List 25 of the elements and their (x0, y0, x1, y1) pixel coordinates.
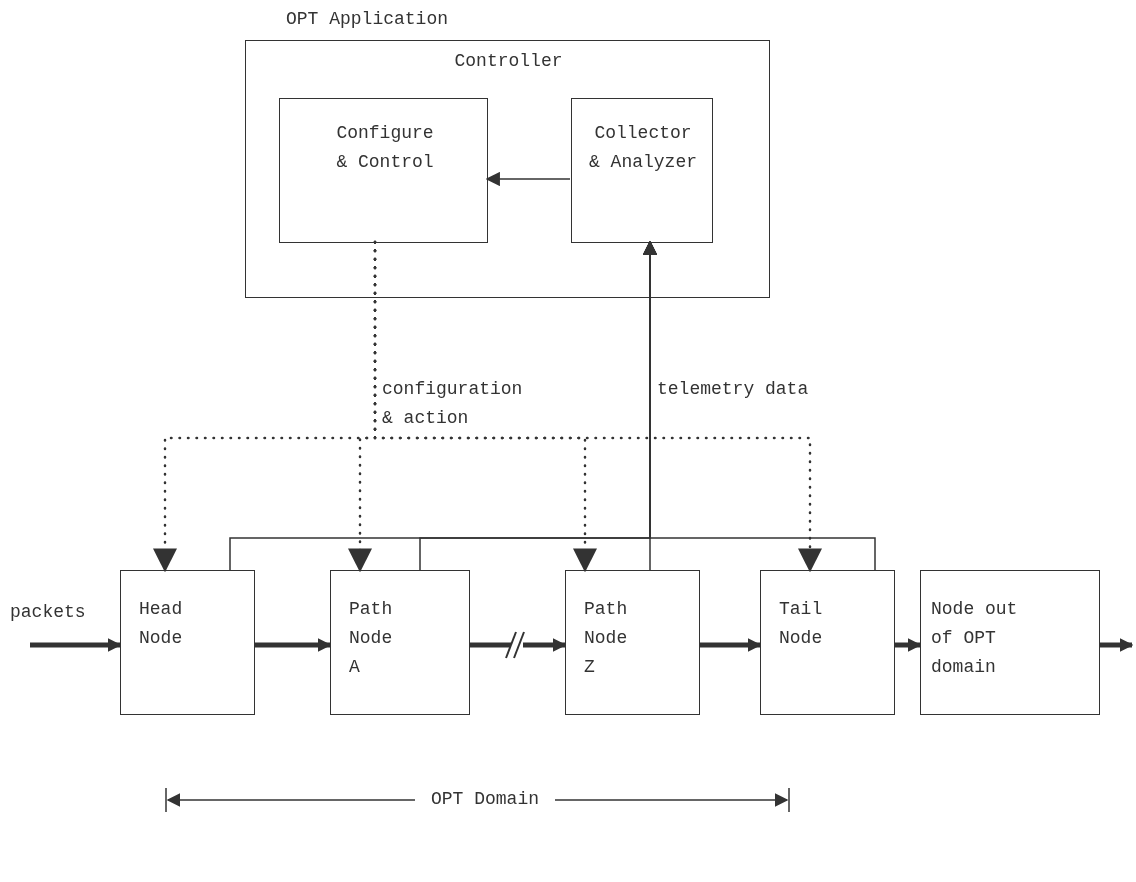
arrow (642, 240, 876, 571)
box-heading: OPT Application (286, 8, 450, 31)
node-box (330, 570, 470, 715)
node-label: Tail Node (779, 598, 824, 650)
arrow (700, 638, 762, 652)
arrow (470, 638, 567, 652)
node-box (920, 570, 1100, 715)
node-box (120, 570, 255, 715)
component-box (571, 98, 713, 243)
node-box (760, 570, 895, 715)
dotted-arrow (373, 240, 822, 573)
component-box (279, 98, 488, 243)
arrow (255, 638, 332, 652)
node-label: Path Node A (349, 598, 394, 679)
arrow (485, 171, 571, 187)
node-label: Collector & Analyzer (588, 122, 698, 174)
arrow (1100, 638, 1134, 652)
box-title: Controller (453, 50, 564, 73)
node-label: Configure & Control (335, 122, 435, 174)
node-label: Head Node (139, 598, 184, 650)
node-box (565, 570, 700, 715)
node-label: Path Node Z (584, 598, 629, 679)
node-label: Node out of OPT domain (931, 598, 1019, 679)
arrow (895, 638, 922, 652)
arrow (30, 638, 122, 652)
